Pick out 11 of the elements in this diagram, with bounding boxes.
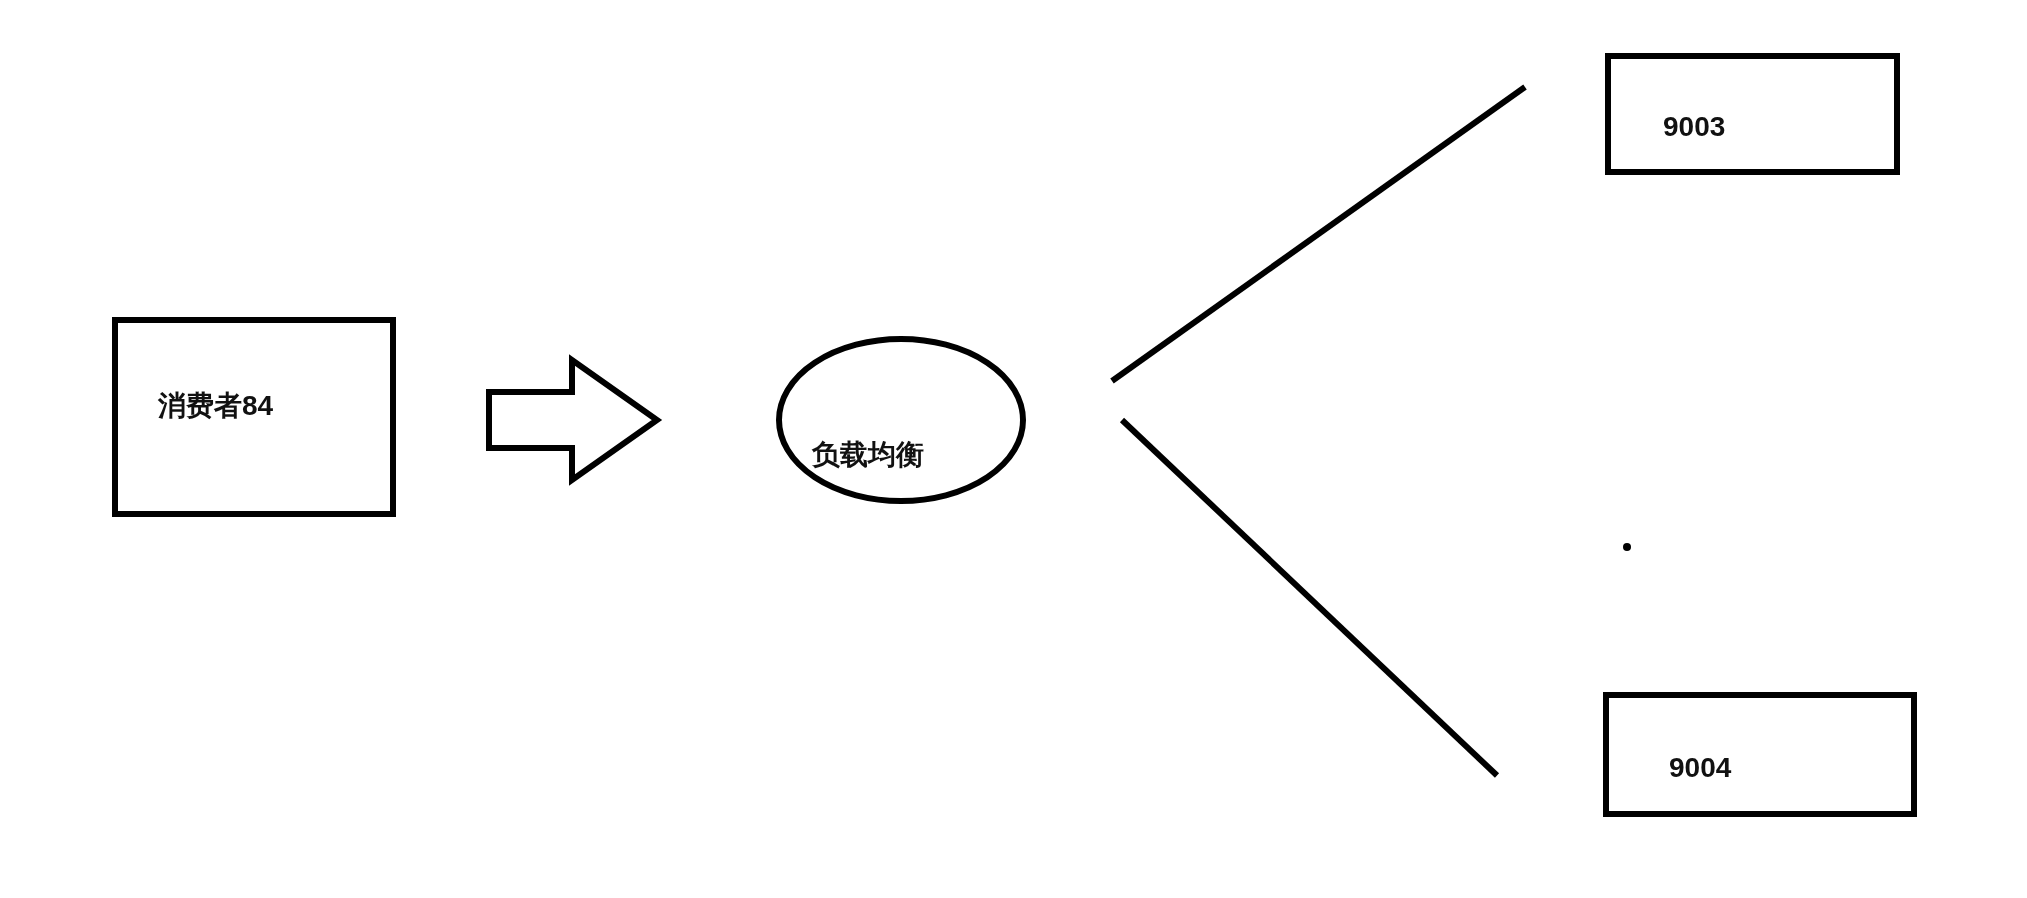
- node-label: 消费者84: [158, 389, 274, 423]
- block-arrow: [486, 354, 663, 486]
- process-box: [112, 317, 396, 517]
- node-label: 9004: [1669, 752, 1732, 784]
- node-label: 9003: [1663, 111, 1726, 143]
- node-label: 负载均衡: [812, 438, 924, 472]
- process-box: [1605, 53, 1900, 175]
- connector-line: [1110, 84, 1527, 384]
- process-box: [1603, 692, 1917, 817]
- connector-line: [1119, 417, 1500, 778]
- ellipse-node: [776, 336, 1026, 504]
